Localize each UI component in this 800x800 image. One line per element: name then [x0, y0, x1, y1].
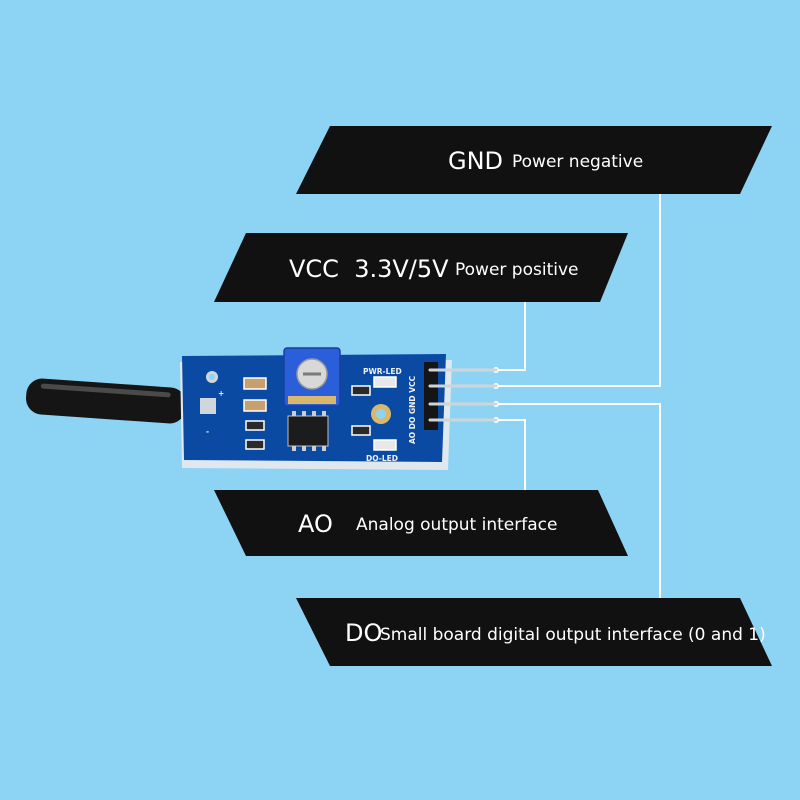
connector-lines	[496, 194, 661, 598]
ao-code: AO	[298, 510, 333, 538]
vcc-description: Power positive	[455, 260, 578, 280]
do-code: DO	[345, 619, 382, 647]
comparator-chip	[287, 415, 329, 447]
resistor-2	[245, 439, 265, 450]
mounting-hole-left-inner	[209, 374, 215, 380]
vcc-code: VCC 3.3V/5V	[289, 255, 449, 283]
do-description: Small board digital output interface (0 …	[380, 625, 766, 645]
sensor-highlight	[40, 383, 171, 398]
pin-labels: AO DO GND VCC	[408, 375, 417, 444]
do-led	[373, 439, 397, 451]
resistor-1	[245, 420, 265, 431]
potentiometer-base	[288, 396, 336, 404]
ao-description: Analog output interface	[356, 515, 557, 535]
connector-dots	[493, 367, 499, 423]
pwr-led	[373, 376, 397, 388]
header-pins	[428, 368, 498, 422]
ao-connector	[496, 419, 526, 490]
mounting-hole-right-inner	[376, 409, 386, 419]
pin-header	[424, 362, 438, 430]
gnd-connector	[496, 194, 661, 387]
gnd-banner-shape	[296, 126, 772, 194]
minus-marking: -	[206, 427, 209, 436]
do-banner: DO Small board digital output interface …	[296, 598, 772, 666]
sensor-pad	[200, 398, 216, 414]
vcc-banner: VCC 3.3V/5V Power positive	[214, 233, 628, 302]
ao-banner-shape	[214, 490, 628, 556]
do-connector	[496, 403, 661, 598]
chip-legs	[292, 411, 326, 451]
capacitor-1	[243, 377, 267, 390]
gnd-description: Power negative	[512, 152, 643, 172]
ao-banner: AO Analog output interface	[214, 490, 628, 556]
gnd-banner: GND Power negative	[296, 126, 772, 194]
capacitor-2	[243, 399, 267, 412]
plus-marking: +	[218, 389, 224, 398]
do-banner-shape	[296, 598, 772, 666]
vcc-connector	[496, 302, 526, 371]
do-led-label: DO-LED	[366, 454, 398, 463]
pwr-led-label: PWR-LED	[363, 367, 402, 376]
vcc-banner-shape	[214, 233, 628, 302]
sensor-board: + - PWR-LED DO-LED AO DO GND VCC	[180, 347, 498, 470]
gnd-code: GND	[448, 147, 503, 175]
resistor-3	[351, 385, 371, 396]
resistor-4	[351, 425, 371, 436]
